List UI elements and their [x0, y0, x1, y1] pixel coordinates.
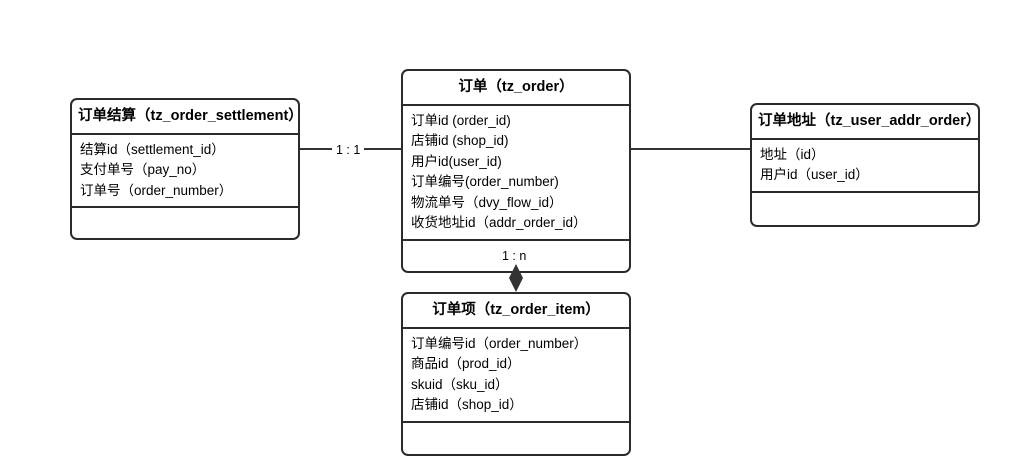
entity-field: 订单id (order_id): [411, 112, 511, 128]
entity-field: 收货地址id（addr_order_id）: [411, 215, 587, 230]
entity-field-list-user-addr-order: 地址（id） 用户id（user_id）: [752, 140, 978, 193]
entity-field: skuid（sku_id）: [411, 376, 509, 392]
entity-field: 用户id(user_id): [411, 153, 502, 169]
entity-field-list-order: 订单id (order_id) 店铺id (shop_id) 用户id(user…: [403, 106, 629, 241]
cardinality-label-order-orderitem: 1 : n: [498, 249, 531, 264]
entity-field: 订单号（order_number）: [80, 182, 233, 198]
entity-box-order-settlement[interactable]: 订单结算（tz_order_settlement） 结算id（settlemen…: [70, 98, 303, 240]
cardinality-label-settlement-order: 1 : 1: [332, 143, 365, 158]
entity-field: 结算id（settlement_id）: [80, 141, 225, 157]
entity-title-order-item: 订单项（tz_order_item）: [403, 294, 629, 329]
entity-footer-order-settlement: [72, 208, 298, 238]
entity-field-list-order-settlement: 结算id（settlement_id） 支付单号（pay_no） 订单号（ord…: [72, 135, 298, 208]
entity-field: 地址（id）: [760, 146, 825, 162]
entity-field-list-order-item: 订单编号id（order_number） 商品id（prod_id） skuid…: [403, 329, 629, 423]
connector-order-to-address: [631, 148, 750, 150]
entity-field: 商品id（prod_id）: [411, 356, 521, 371]
entity-box-order[interactable]: 订单（tz_order） 订单id (order_id) 店铺id (shop_…: [401, 69, 631, 273]
entity-field: 物流单号（dvy_flow_id）: [411, 194, 563, 210]
arrowhead-down-icon: [509, 264, 523, 292]
entity-field: 支付单号（pay_no）: [80, 162, 206, 177]
entity-field: 订单编号id（order_number）: [411, 335, 588, 351]
entity-box-order-item[interactable]: 订单项（tz_order_item） 订单编号id（order_number） …: [401, 292, 631, 456]
entity-box-user-addr-order[interactable]: 订单地址（tz_user_addr_order） 地址（id） 用户id（use…: [750, 103, 980, 227]
entity-field: 店铺id (shop_id): [411, 133, 509, 148]
entity-footer-order-item: [403, 423, 629, 454]
entity-title-user-addr-order: 订单地址（tz_user_addr_order）: [752, 105, 980, 140]
entity-field: 订单编号(order_number): [411, 174, 559, 189]
entity-field: 店铺id（shop_id）: [411, 397, 523, 412]
entity-field: 用户id（user_id）: [760, 167, 869, 182]
entity-title-order-settlement: 订单结算（tz_order_settlement）: [72, 100, 303, 135]
entity-title-order: 订单（tz_order）: [403, 71, 629, 106]
entity-footer-user-addr-order: [752, 193, 978, 225]
